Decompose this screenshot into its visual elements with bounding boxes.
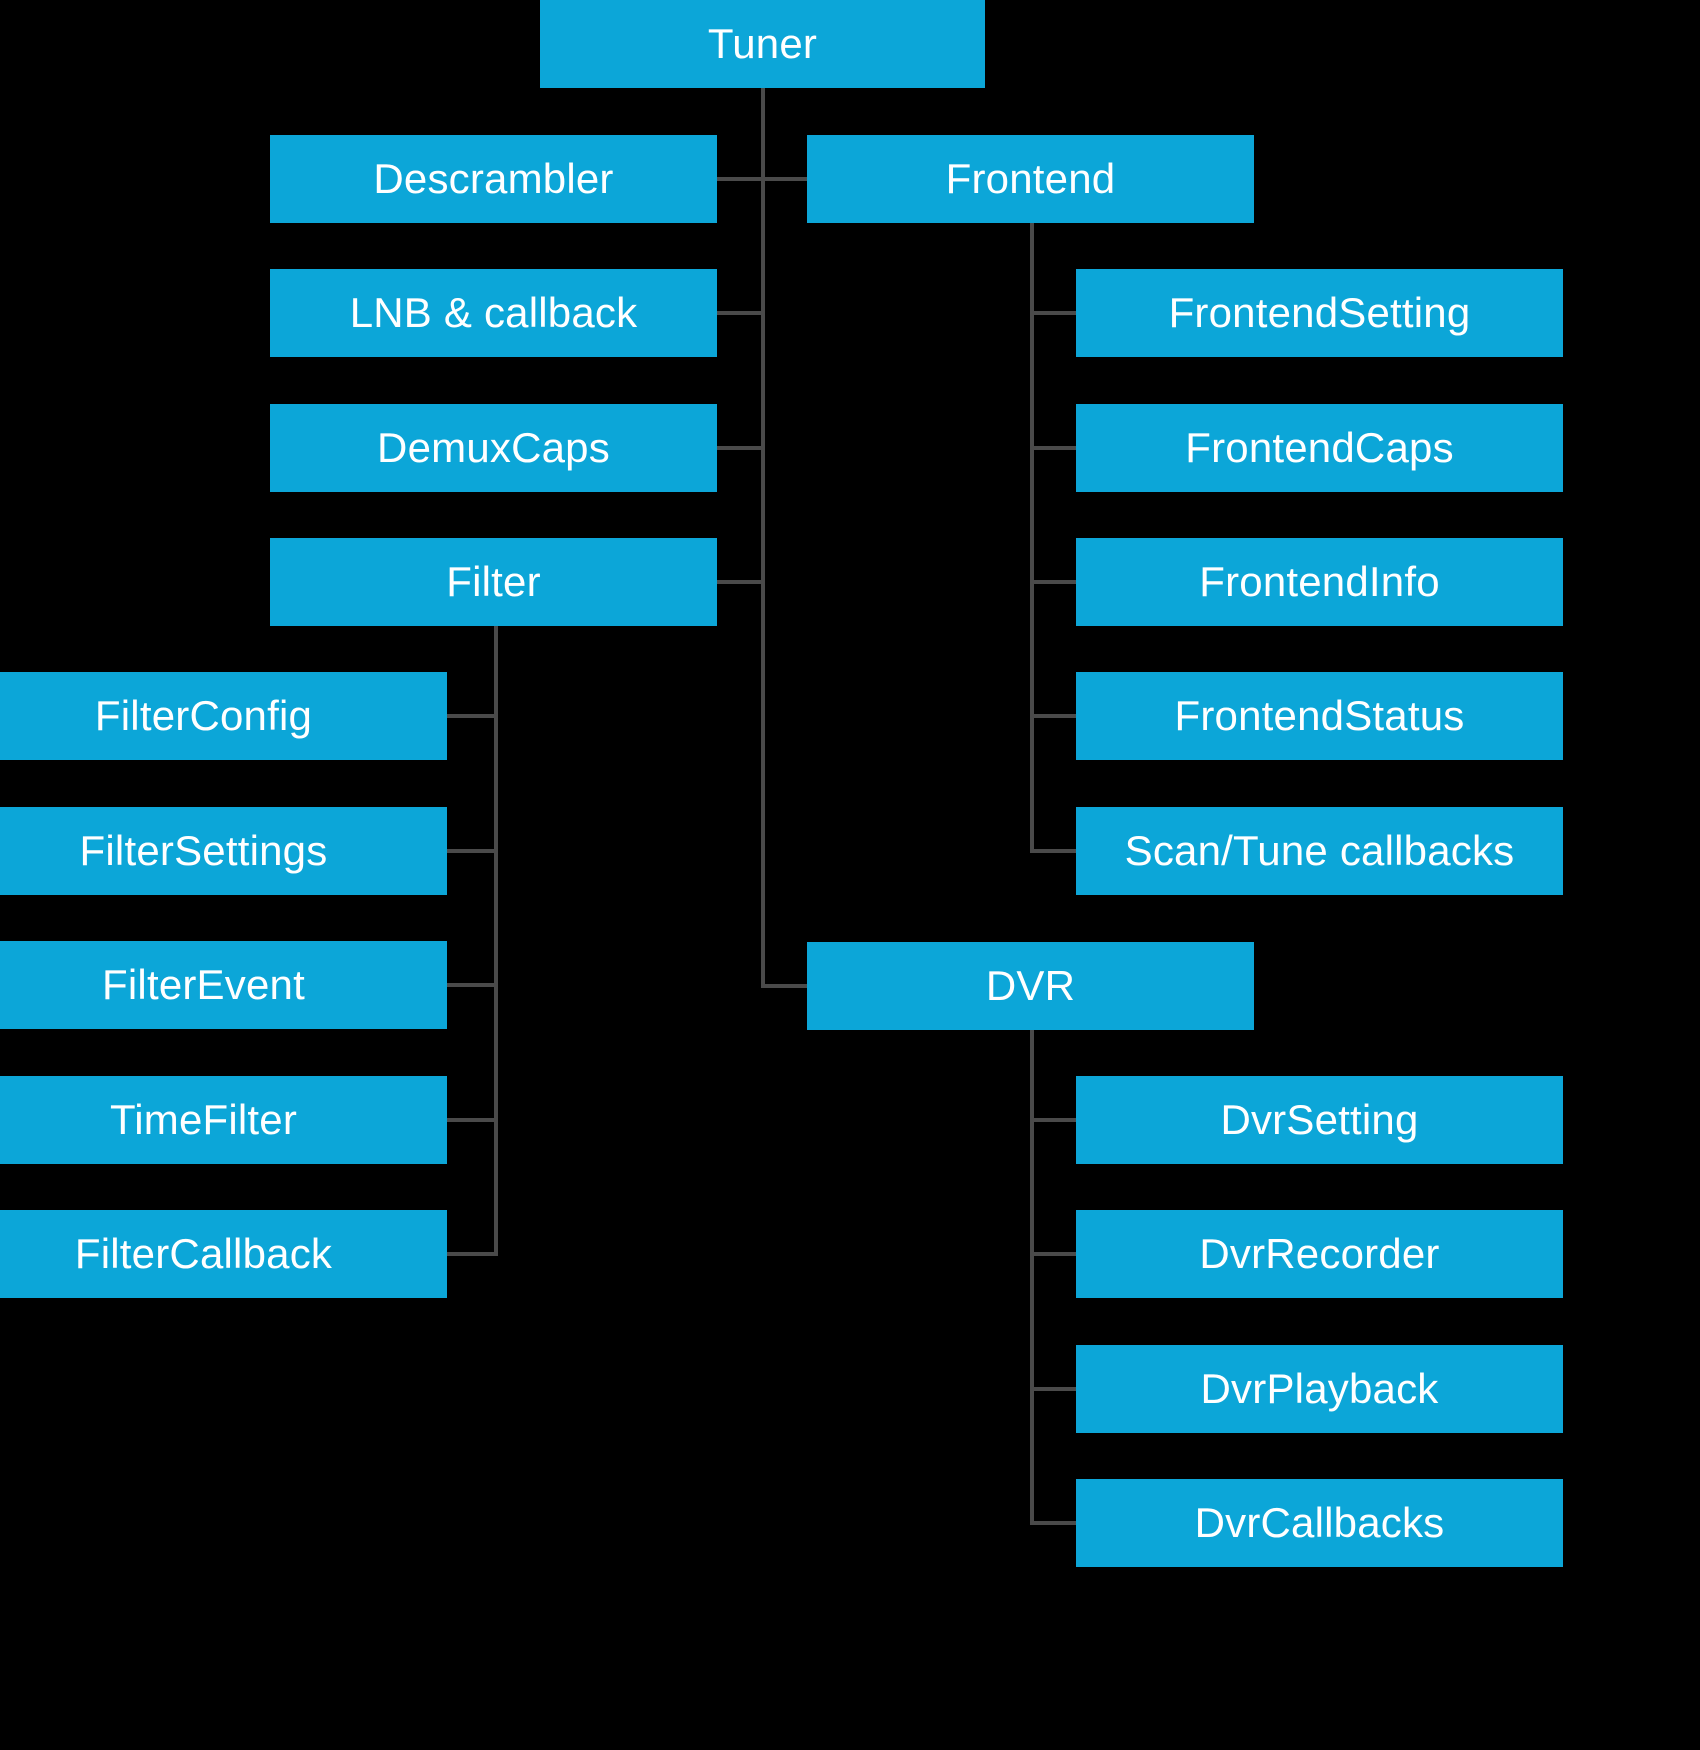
node-timefilter[interactable]: TimeFilter bbox=[0, 1076, 447, 1164]
node-frontendstatus[interactable]: FrontendStatus bbox=[1076, 672, 1563, 760]
edge-filter-timefilter bbox=[447, 1118, 498, 1122]
edge-tuner-demuxcaps bbox=[717, 446, 765, 450]
node-frontendcaps-label: FrontendCaps bbox=[1185, 424, 1454, 471]
node-frontendinfo[interactable]: FrontendInfo bbox=[1076, 538, 1563, 626]
node-frontendsetting[interactable]: FrontendSetting bbox=[1076, 269, 1563, 357]
node-dvrplayback[interactable]: DvrPlayback bbox=[1076, 1345, 1563, 1433]
node-frontend[interactable]: Frontend bbox=[807, 135, 1254, 223]
edge-filter-filtersettings bbox=[447, 849, 498, 853]
node-dvrplayback-label: DvrPlayback bbox=[1200, 1365, 1439, 1412]
node-tuner[interactable]: Tuner bbox=[540, 0, 985, 88]
edge-dvr-dvrrecorder bbox=[1030, 1252, 1078, 1256]
edge-frontend-scantune bbox=[1030, 849, 1078, 853]
node-dvrrecorder-label: DvrRecorder bbox=[1199, 1230, 1440, 1277]
node-frontendsetting-label: FrontendSetting bbox=[1168, 289, 1471, 336]
node-filter-label: Filter bbox=[446, 558, 541, 605]
node-timefilter-label: TimeFilter bbox=[109, 1096, 298, 1143]
edge-tuner-trunk bbox=[761, 88, 765, 986]
node-dvrrecorder[interactable]: DvrRecorder bbox=[1076, 1210, 1563, 1298]
node-dvrsetting-label: DvrSetting bbox=[1220, 1096, 1419, 1143]
node-lnb-callback-label: LNB & callback bbox=[349, 289, 638, 336]
node-dvrsetting[interactable]: DvrSetting bbox=[1076, 1076, 1563, 1164]
node-dvrcallbacks-label: DvrCallbacks bbox=[1194, 1499, 1445, 1546]
edge-dvr-dvrcallbacks bbox=[1030, 1521, 1078, 1525]
edge-filter-spine bbox=[494, 616, 498, 1254]
node-filtercallback-label: FilterCallback bbox=[74, 1230, 333, 1277]
edge-filter-filterconfig bbox=[447, 714, 498, 718]
node-scan-tune-callbacks-label: Scan/Tune callbacks bbox=[1124, 827, 1515, 874]
edge-dvr-dvrsetting bbox=[1030, 1118, 1078, 1122]
node-descrambler[interactable]: Descrambler bbox=[270, 135, 717, 223]
node-frontendinfo-label: FrontendInfo bbox=[1199, 558, 1440, 605]
node-scan-tune-callbacks[interactable]: Scan/Tune callbacks bbox=[1076, 807, 1563, 895]
edge-filter-filterevent bbox=[447, 983, 498, 987]
edge-tuner-descrambler bbox=[717, 177, 765, 181]
node-descrambler-label: Descrambler bbox=[373, 155, 614, 202]
node-frontend-label: Frontend bbox=[945, 155, 1116, 202]
node-dvr-label: DVR bbox=[985, 962, 1076, 1009]
node-frontendstatus-label: FrontendStatus bbox=[1174, 692, 1465, 739]
node-filterconfig[interactable]: FilterConfig bbox=[0, 672, 447, 760]
node-dvr[interactable]: DVR bbox=[807, 942, 1254, 1030]
edge-filter-filtercallback bbox=[447, 1252, 498, 1256]
node-filtersettings[interactable]: FilterSettings bbox=[0, 807, 447, 895]
edge-frontend-frontendinfo bbox=[1030, 580, 1078, 584]
node-filter[interactable]: Filter bbox=[270, 538, 717, 626]
node-filterconfig-label: FilterConfig bbox=[94, 692, 313, 739]
edge-frontend-frontendcaps bbox=[1030, 446, 1078, 450]
node-tuner-label: Tuner bbox=[707, 20, 818, 67]
edge-tuner-frontend bbox=[761, 177, 809, 181]
edge-frontend-frontendsetting bbox=[1030, 311, 1078, 315]
edge-dvr-dvrplayback bbox=[1030, 1387, 1078, 1391]
edge-frontend-spine bbox=[1030, 212, 1034, 852]
node-lnb-callback[interactable]: LNB & callback bbox=[270, 269, 717, 357]
node-filterevent[interactable]: FilterEvent bbox=[0, 941, 447, 1029]
node-demuxcaps-label: DemuxCaps bbox=[377, 424, 610, 471]
edge-frontend-frontendstatus bbox=[1030, 714, 1078, 718]
edge-tuner-dvr bbox=[761, 984, 809, 988]
node-filtercallback[interactable]: FilterCallback bbox=[0, 1210, 447, 1298]
node-dvrcallbacks[interactable]: DvrCallbacks bbox=[1076, 1479, 1563, 1567]
edge-dvr-spine bbox=[1030, 1020, 1034, 1525]
edge-tuner-filter bbox=[717, 580, 765, 584]
node-frontendcaps[interactable]: FrontendCaps bbox=[1076, 404, 1563, 492]
node-demuxcaps[interactable]: DemuxCaps bbox=[270, 404, 717, 492]
edge-tuner-lnb bbox=[717, 311, 765, 315]
node-filtersettings-label: FilterSettings bbox=[79, 827, 328, 874]
node-filterevent-label: FilterEvent bbox=[102, 961, 305, 1008]
